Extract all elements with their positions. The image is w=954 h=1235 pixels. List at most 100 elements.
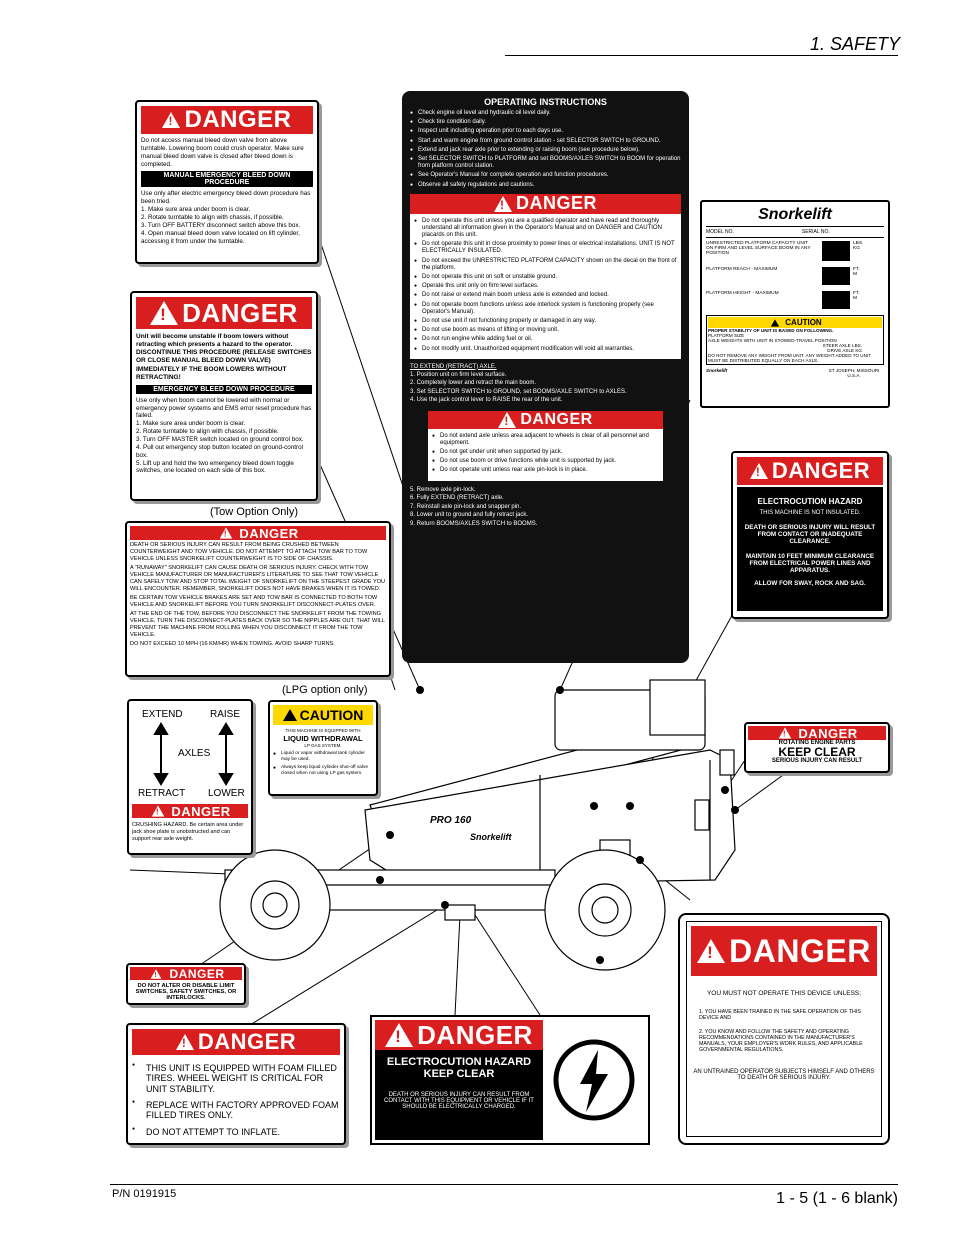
axles-label: AXLES (178, 748, 211, 759)
danger-header: DANGER (130, 967, 242, 981)
list-item: Do not operate boom functions unless axl… (414, 302, 677, 316)
decal-limit-switches: DANGER DO NOT ALTER OR DISABLE LIMIT SWI… (126, 963, 246, 1005)
decal-serial-plate: Snorkelift MODEL NO. SERIAL NO. UNRESTRI… (700, 200, 890, 408)
step: 3. Turn OFF BATTERY disconnect switch ab… (141, 221, 301, 229)
list-item: Operate this unit only on firm level sur… (414, 283, 677, 290)
decal-intro: Use only after electric emergency bleed … (141, 190, 311, 206)
plate-city: ST JOSEPH, MISSOURI U.S.A. (828, 368, 880, 378)
decal-text: BE CERTAIN TOW VEHICLE BRAKES ARE SET AN… (130, 594, 378, 608)
list-item: 9. Return BOOMS/AXLES SWITCH to BOOMS. (410, 520, 538, 527)
page-number: 1 - 5 (1 - 6 blank) (776, 1190, 898, 1207)
danger-box: DANGER Do not operate this unit unless y… (410, 193, 681, 359)
decal-keep-clear: DANGER ROTATING ENGINE PARTS KEEP CLEAR … (744, 722, 890, 773)
instructions-list: Check engine oil level and hydraulic oil… (410, 110, 681, 189)
list-item: Do not run engine while adding fuel or o… (414, 336, 677, 343)
decal-text: THIS MACHINE IS EQUIPPED WITH (285, 728, 361, 733)
warning-icon (151, 968, 162, 979)
decal-must-not-operate: DANGER YOU MUST NOT OPERATE THIS DEVICE … (678, 913, 890, 1145)
list-item: THIS UNIT IS EQUIPPED WITH FOAM FILLED T… (132, 1063, 340, 1094)
decal-text: Do not access manual bleed down valve fr… (141, 137, 304, 168)
list-item: REPLACE WITH FACTORY APPROVED FOAM FILLE… (132, 1100, 340, 1121)
decal-lpg: CAUTION THIS MACHINE IS EQUIPPED WITH LI… (268, 700, 378, 796)
step: 1. Make sure area under boom is clear. (141, 206, 251, 214)
decal-text: A "RUNAWAY" SNORKELIFT CAN CAUSE DEATH O… (130, 564, 386, 592)
decal-text: DEATH OR SERIOUS INJURY CAN RESULT FROM … (384, 1092, 534, 1110)
list-item: Do not operate this unit in close proxim… (414, 241, 677, 255)
list-item: 7. Reinstall axle pin-lock and snapper p… (410, 503, 522, 510)
step: 2. Rotate turntable to align with chassi… (136, 428, 279, 436)
machine-brand-label: Snorkelift (470, 832, 513, 842)
danger-list: Do not operate this unit unless you are … (414, 218, 677, 353)
warning-icon (152, 805, 165, 817)
list-item: 2. Completely lower and retract the main… (410, 380, 537, 387)
decal-operating-instructions: OPERATING INSTRUCTIONS Check engine oil … (402, 91, 689, 663)
inner-danger-box: DANGER Do not extend axle unless area ad… (428, 410, 663, 481)
decal-foam-tires: DANGER THIS UNIT IS EQUIPPED WITH FOAM F… (126, 1023, 346, 1145)
list-item: Do not use boom as means of lifting or m… (414, 327, 677, 334)
decal-text: LIQUID WITHDRAWAL (283, 733, 363, 743)
footer-rule (110, 1184, 898, 1185)
caution-icon (282, 709, 297, 721)
step: 4. Pull out emergency stop button locate… (136, 443, 303, 459)
part-number: P/N 0191915 (112, 1188, 177, 1200)
section-title: 1. SAFETY (809, 34, 900, 54)
decal-text: DO NOT ALTER OR DISABLE LIMIT SWITCHES, … (135, 983, 237, 1001)
reach-label: PLATFORM REACH - MAXIMUM (706, 267, 778, 272)
caution-header: CAUTION (708, 317, 882, 328)
decal-text: CRUSHING HAZARD. Be certain area under j… (132, 822, 244, 842)
danger-header: DANGER (691, 926, 877, 976)
instructions-title: OPERATING INSTRUCTIONS (484, 97, 607, 107)
step: 5. Lift up and hold the two emergency bl… (136, 459, 294, 475)
warning-icon (175, 1034, 194, 1050)
arrow-icon (153, 722, 234, 786)
decal-text: Unit will become unstable if boom lowers… (136, 333, 312, 381)
caution-header: CAUTION (273, 705, 373, 725)
danger-header: DANGER (375, 1020, 543, 1050)
warning-icon (779, 727, 792, 739)
list-item: Extend and jack rear axle prior to exten… (410, 147, 681, 154)
list-item: Do not modify unit. Unauthorized equipme… (414, 346, 677, 353)
list-item: 6. Fully EXTEND (RETRACT) axle. (410, 495, 504, 502)
lpg-option-caption: (LPG option only) (282, 684, 368, 696)
decal-text: DEATH OR SERIOUS INJURY CAN RESULT FROM … (130, 542, 368, 562)
hazard-title: ELECTROCUTION HAZARD (757, 497, 863, 506)
final-steps: 5. Remove axle pin-lock.6. Fully EXTEND … (410, 487, 681, 529)
list-item: 1. Position unit on firm level surface. (410, 371, 507, 378)
danger-list: Do not extend axle unless area adjacent … (432, 433, 659, 475)
danger-header: DANGER (410, 193, 681, 214)
procedure-bar: MANUAL EMERGENCY BLEED DOWN PROCEDURE (141, 171, 313, 188)
list-item: Do not exceed the UNRESTRICTED PLATFORM … (414, 258, 677, 272)
decal-electrocution-keep-clear: DANGER ELECTROCUTION HAZARD KEEP CLEAR D… (370, 1015, 650, 1145)
list-item: 8. Lower unit to ground and fully retrac… (410, 512, 529, 519)
step: 4. Open manual bleed down valve located … (141, 229, 300, 245)
lightning-icon (553, 1039, 635, 1121)
list-item: Inspect unit including operation prior t… (410, 128, 681, 135)
warning-icon (493, 195, 512, 212)
danger-header: DANGER (737, 457, 883, 485)
retract-label: RETRACT (138, 788, 186, 799)
decal-tow: DANGER DEATH OR SERIOUS INJURY CAN RESUL… (125, 521, 391, 677)
lower-label: LOWER (208, 788, 245, 799)
list-item: Do not get under unit when supported by … (432, 449, 659, 456)
decal-intro: Use only when boom cannot be lowered wit… (136, 396, 312, 420)
danger-header: DANGER (141, 106, 313, 134)
extend-label: EXTEND (142, 709, 183, 720)
decal-text: AT THE END OF THE TOW, BEFORE YOU DISCON… (130, 610, 385, 638)
model-label: MODEL NO. (706, 229, 734, 235)
capacity-label: UNRESTRICTED PLATFORM CAPACITY UNIT ON F… (706, 241, 811, 256)
list-item: See Operator's Manual for complete opera… (410, 172, 681, 179)
decal-axle: EXTEND RAISE AXLES RETRACT LOWER DANGER … (127, 699, 253, 855)
warning-icon (150, 301, 179, 325)
danger-header: DANGER (748, 726, 886, 741)
danger-header: DANGER (428, 410, 663, 429)
list-item: Observe all safety regulations and cauti… (410, 182, 681, 189)
step: 1. Make sure area under boom is clear. (136, 420, 246, 428)
danger-header: DANGER (130, 526, 386, 541)
decal-text: YOU MUST NOT OPERATE THIS DEVICE UNLESS; (706, 990, 862, 997)
list-item: Do not use boom or drive functions while… (432, 458, 659, 465)
danger-header: DANGER (136, 297, 312, 329)
warning-icon (385, 1023, 414, 1047)
warning-icon (697, 939, 726, 963)
list-item: Do not operate unit unless rear axle pin… (432, 467, 659, 474)
plate-note: DO NOT REMOVE ANY WEIGHT FROM UNIT. ANY … (708, 353, 871, 363)
